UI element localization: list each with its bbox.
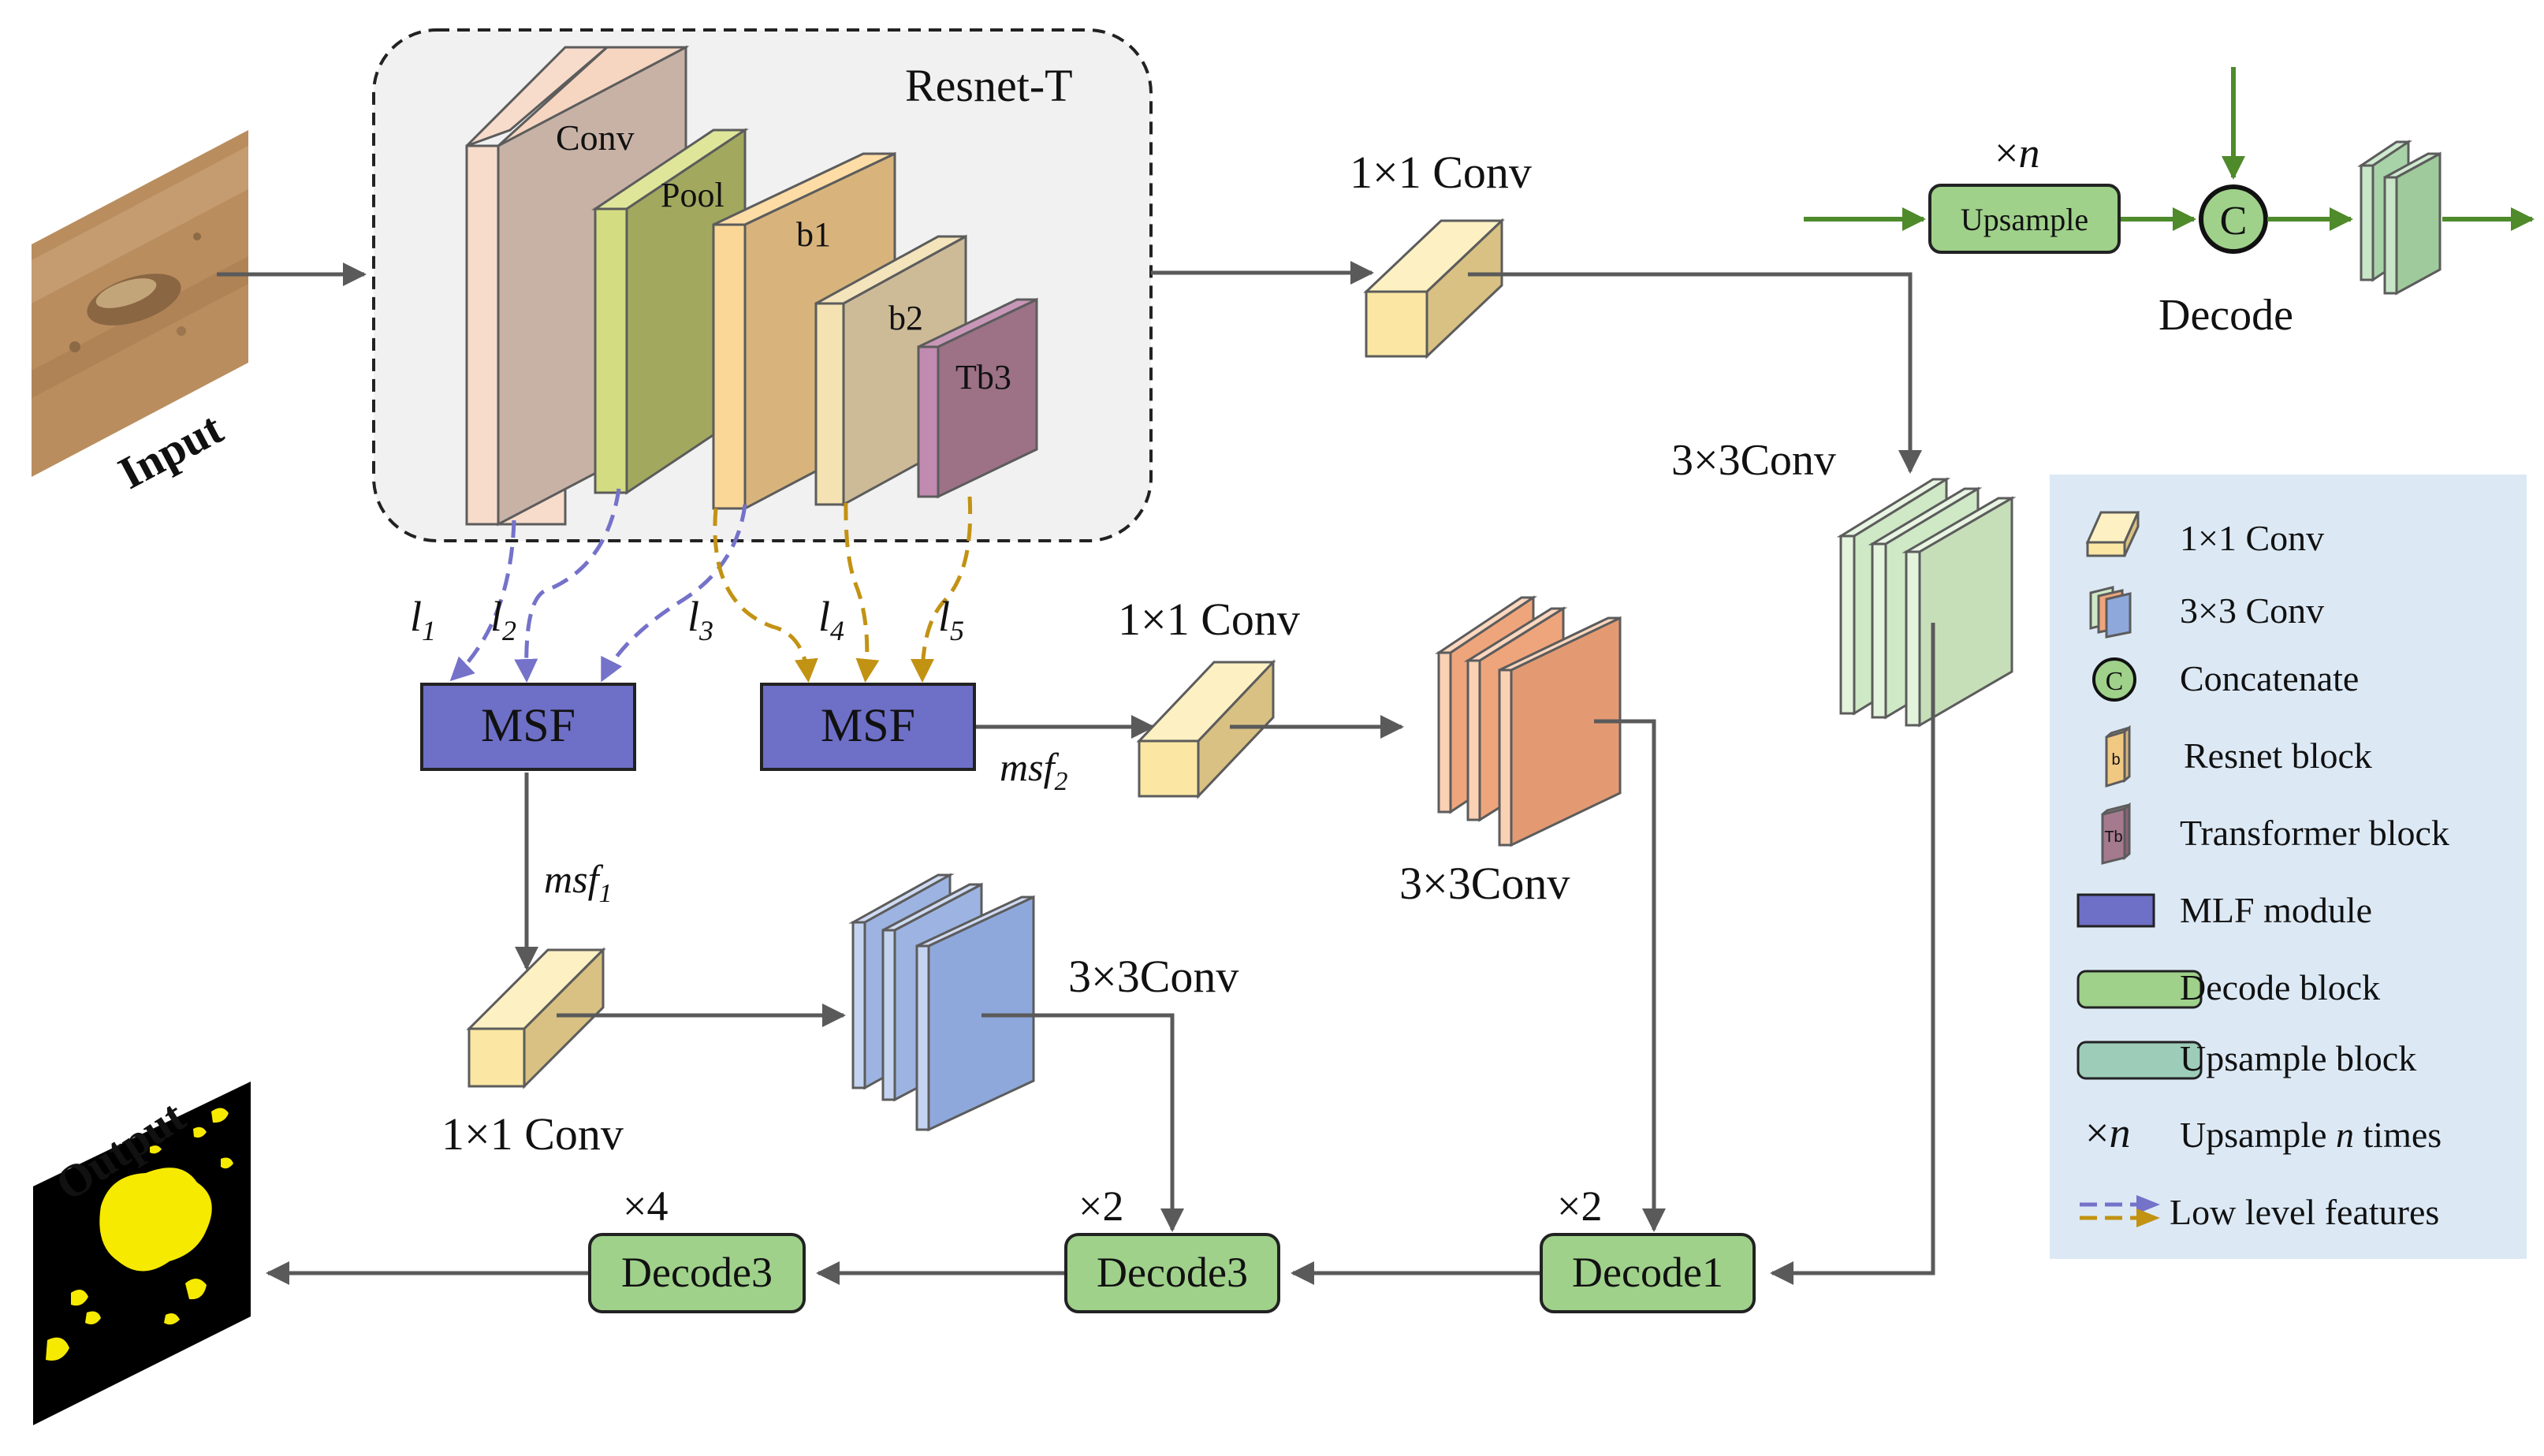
l4-feature-arrow	[844, 502, 880, 683]
bottom-conv3x3-to-decode3-arrow	[981, 1013, 1184, 1232]
decode3-mid-multiplier: ×2	[1078, 1182, 1123, 1230]
legend-decode-label: Decode block	[2180, 967, 2380, 1007]
legend-upsample-label: Upsample block	[2180, 1038, 2416, 1078]
msf-left-label: MSF	[481, 699, 575, 751]
right-conv3x3-label: 3×3Conv	[1671, 436, 1836, 485]
decode1-multiplier: ×2	[1557, 1182, 1602, 1230]
decode-detail-conv-block	[2357, 140, 2442, 296]
legend-concat-symbol: C	[2106, 667, 2124, 696]
decode3-mid-block	[1064, 1233, 1280, 1313]
b1-label: b1	[796, 215, 831, 254]
decode3-mid-label: Decode3	[1097, 1249, 1248, 1296]
decode3-left-multiplier: ×4	[623, 1182, 668, 1230]
msf-right-module	[760, 683, 976, 771]
decode-detail-upsample-block	[1928, 184, 2121, 254]
output-segmentation-image	[33, 1082, 251, 1425]
decode-detail-upsample-label: Upsample	[1961, 202, 2088, 237]
decode-detail-title: Decode	[2158, 291, 2293, 340]
top-conv1x1-block	[1363, 218, 1505, 359]
msf1-label: msf1	[544, 857, 612, 908]
legend-times-n-symbol: ×n	[2085, 1109, 2130, 1156]
msf-left-module	[420, 683, 636, 771]
legend-upsample-icon	[2077, 1041, 2203, 1080]
right-conv3x3-to-decode1-arrow	[1770, 623, 1935, 1285]
right-conv3x3-block	[1836, 477, 2017, 728]
l1-feature-arrow	[449, 519, 516, 682]
mid-conv1x1-label: 1×1 Conv	[1118, 594, 1300, 645]
l5-label: l5	[938, 593, 964, 646]
legend-concatenate-label: Concatenate	[2180, 658, 2359, 698]
decode1-label: Decode1	[1572, 1249, 1723, 1296]
legend-conv3x3-icon	[2089, 586, 2132, 639]
l5-feature-arrow	[911, 496, 973, 683]
decode3-left-label: Decode3	[621, 1249, 773, 1296]
legend-transformer-icon-letter: Tb	[2104, 829, 2122, 846]
bottom-conv1x1-block	[466, 947, 606, 1089]
input-image	[32, 130, 248, 477]
legend-low-level-icon	[2080, 1195, 2160, 1227]
bottom-conv3x3-block	[848, 873, 1035, 1132]
legend-conv1x1-label: 1×1 Conv	[2180, 518, 2324, 558]
decode-detail-concat-circle	[2199, 184, 2268, 254]
top-conv1x1-label: 1×1 Conv	[1350, 147, 1532, 198]
b2-label: b2	[888, 299, 923, 337]
mid-conv3x3-block	[1435, 595, 1622, 847]
legend-resnet-label: Resnet block	[2184, 735, 2372, 776]
l3-label: l3	[687, 593, 713, 646]
legend-transformer-label: Transformer block	[2180, 813, 2449, 853]
decode-detail-times-n: ×n	[1995, 129, 2039, 177]
legend-conv3x3-label: 3×3 Conv	[2180, 590, 2324, 631]
l2-feature-arrow	[514, 488, 621, 683]
tb3-label: Tb3	[955, 358, 1011, 397]
l1-label: l1	[410, 593, 436, 646]
conv-layer-label: Conv	[556, 117, 635, 158]
legend-concat-icon	[2092, 657, 2136, 702]
tb3-transformer-block	[917, 297, 1038, 499]
decode-detail-concat-letter: C	[2220, 199, 2248, 244]
legend-mlf-icon	[2077, 893, 2155, 928]
legend-resnet-icon	[2105, 724, 2131, 788]
decode1-block	[1540, 1233, 1756, 1313]
top-conv1x1-to-right-conv3x3-arrow	[1468, 272, 1922, 474]
legend-decode-icon	[2077, 970, 2203, 1009]
l2-label: l2	[490, 593, 516, 646]
mid-conv3x3-label: 3×3Conv	[1399, 858, 1570, 909]
legend-low-level-label: Low level features	[2170, 1192, 2439, 1232]
mid-conv1x1-block	[1136, 659, 1276, 799]
decode3-left-block	[588, 1233, 806, 1313]
msf-right-label: MSF	[821, 699, 915, 751]
l4-label: l4	[818, 593, 844, 646]
bottom-conv1x1-label: 1×1 Conv	[441, 1108, 624, 1160]
bottom-conv3x3-label: 3×3Conv	[1068, 951, 1238, 1002]
pool-layer-label: Pool	[661, 176, 724, 214]
legend-transformer-icon	[2101, 802, 2131, 865]
resnet-t-title: Resnet-T	[905, 60, 1073, 111]
legend-upsample-n-label: Upsample n times	[2180, 1115, 2442, 1155]
legend-conv1x1-icon	[2085, 511, 2140, 557]
legend-mlf-label: MLF module	[2180, 890, 2372, 930]
legend-resnet-icon-letter: b	[2111, 751, 2120, 769]
mid-conv3x3-to-decode1-arrow	[1594, 719, 1666, 1232]
msf2-label: msf2	[1000, 745, 1067, 796]
l3-feature-arrow	[601, 504, 747, 683]
